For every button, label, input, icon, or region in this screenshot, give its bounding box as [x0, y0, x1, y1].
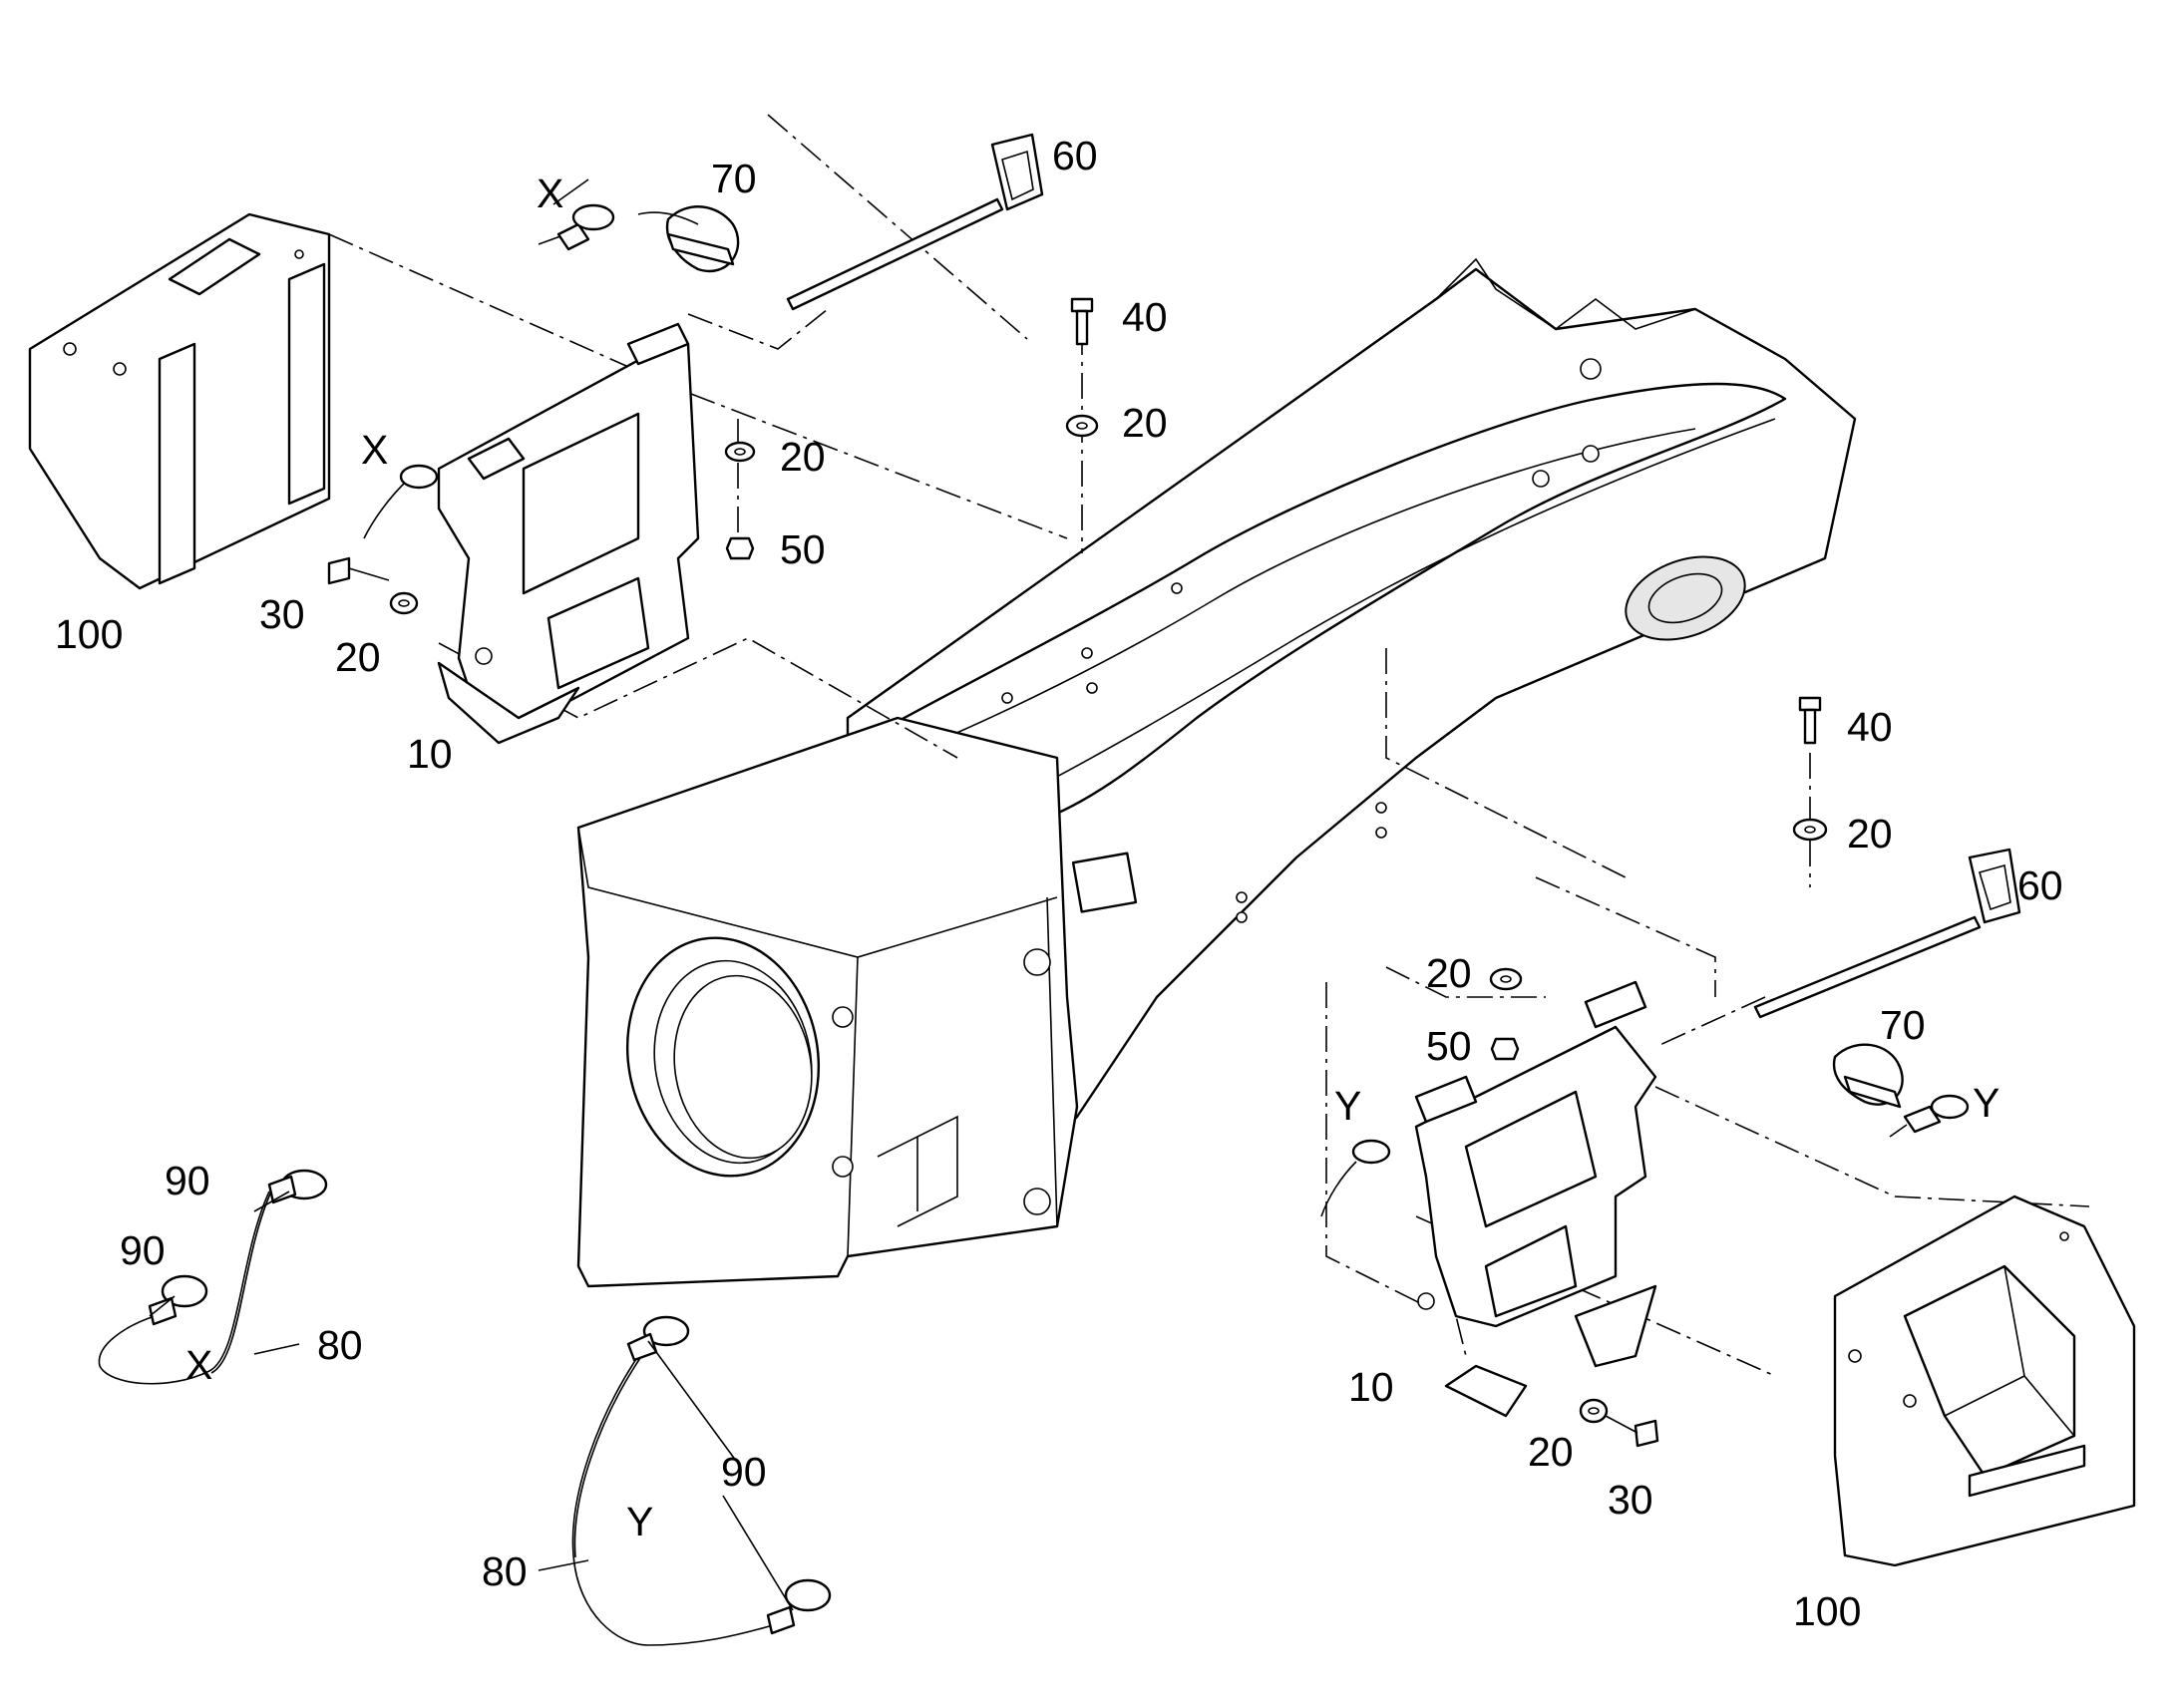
callout-ferrule-y: 90 — [721, 1449, 767, 1495]
callout-ferrule-x-top: 90 — [165, 1158, 210, 1203]
callout-clip-top: 70 — [711, 156, 757, 201]
callout-nut-left: 50 — [780, 526, 826, 572]
callout-cover-left: 100 — [55, 611, 123, 657]
callout-bolt-center: 40 — [1122, 294, 1168, 340]
callout-bolt-right: 40 — [1847, 704, 1893, 750]
fasteners-left — [327, 441, 756, 615]
callout-labels: 100 100 10 10 20 20 20 20 20 20 30 30 40… — [55, 133, 2063, 1634]
marker-x-cable: X — [185, 1342, 212, 1388]
marker-y-clip-right: Y — [1973, 1080, 1999, 1126]
y-pin-bracket — [1320, 1139, 1391, 1217]
bracket-left — [437, 322, 700, 745]
callout-handle-right: 60 — [2017, 862, 2063, 908]
cable-y — [571, 1315, 832, 1646]
callout-handle-top: 60 — [1052, 133, 1098, 178]
handle-pin-right — [1753, 848, 2021, 1019]
cable-x — [98, 1169, 328, 1385]
callout-washer-left-bottom: 20 — [335, 634, 381, 680]
fasteners-right — [1489, 696, 1828, 1448]
marker-x-clip-top: X — [537, 171, 563, 216]
x-pin-bracket — [363, 464, 439, 539]
leader-lines — [149, 178, 794, 1611]
cover-left — [28, 212, 331, 590]
callout-cover-right: 100 — [1793, 1588, 1861, 1634]
callout-washer-right-bottom: 20 — [1528, 1429, 1574, 1475]
callout-washer-right-top: 20 — [1847, 811, 1893, 856]
callout-nut-right: 50 — [1426, 1023, 1472, 1069]
main-frame-housing — [576, 257, 1857, 1288]
callout-washer-left-top: 20 — [780, 434, 826, 480]
callout-bracket-left: 10 — [407, 731, 453, 777]
marker-y-clip-bracket: Y — [1334, 1083, 1361, 1129]
callout-washer-right-mid: 20 — [1426, 950, 1472, 996]
callout-washer-center-top: 20 — [1122, 400, 1168, 446]
cover-right — [1833, 1195, 2136, 1567]
bolt-center — [1065, 297, 1099, 438]
callout-bracket-right: 10 — [1348, 1364, 1394, 1410]
handle-pin-top — [786, 133, 1044, 311]
marker-y-cable: Y — [626, 1499, 653, 1544]
clip-top — [538, 203, 740, 273]
marker-x-clip-bracket: X — [361, 427, 388, 473]
callout-ferrule-x-left: 90 — [120, 1227, 166, 1273]
callout-cable-y: 80 — [482, 1548, 528, 1594]
callout-screw-left: 30 — [259, 591, 305, 637]
callout-clip-right: 70 — [1880, 1002, 1926, 1048]
clip-right — [1832, 1043, 1970, 1138]
bracket-right — [1414, 980, 1657, 1418]
callout-screw-right: 30 — [1608, 1477, 1653, 1523]
callout-cable-x: 80 — [317, 1322, 363, 1368]
